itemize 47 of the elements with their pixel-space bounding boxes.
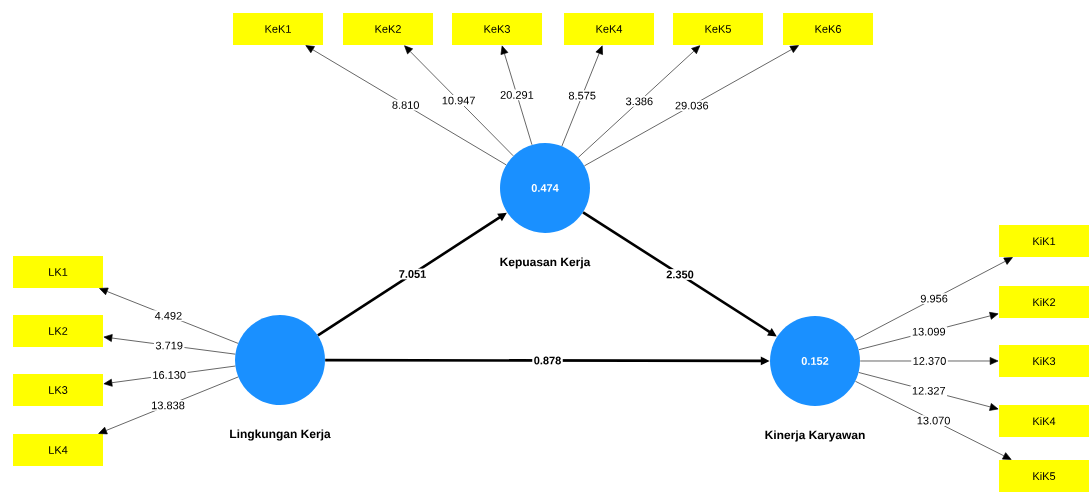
arrow (855, 380, 1012, 460)
edge-label: 10.947 (440, 95, 477, 106)
indicator-box: KiK2 (999, 286, 1089, 318)
indicator-box: KeK1 (233, 13, 323, 45)
arrow (854, 257, 1013, 341)
edge-label: 13.838 (149, 400, 187, 411)
edge-label: 8.575 (566, 90, 598, 102)
indicator-box: KeK5 (673, 13, 763, 45)
indicator-box: KeK2 (343, 13, 433, 45)
edge-label: 8.810 (390, 99, 421, 111)
indicator-box: KeK3 (452, 13, 542, 45)
edge-label: 29.036 (673, 100, 711, 111)
arrow (561, 45, 603, 147)
arrow (578, 45, 701, 158)
arrow (305, 45, 507, 166)
edge-label: 3.719 (153, 340, 185, 351)
edge-label: 13.099 (910, 326, 948, 338)
edge-label: 3.386 (624, 95, 655, 107)
construct-label: Lingkungan Kerja (230, 429, 331, 441)
edge-label: 12.327 (910, 385, 948, 397)
edge-label: 7.051 (397, 268, 428, 280)
edge-label: 12.370 (911, 355, 948, 367)
edge-label: 4.492 (153, 310, 184, 322)
arrow (500, 45, 533, 146)
indicator-box: KeK4 (564, 13, 654, 45)
arrow (584, 45, 799, 167)
construct-label: Kepuasan Kerja (500, 257, 591, 269)
indicator-box: KiK3 (999, 345, 1089, 377)
edge-label: 2.350 (664, 269, 696, 280)
arrow (99, 287, 239, 344)
arrow (98, 376, 239, 435)
indicator-box: LK4 (13, 434, 103, 466)
indicator-box: LK3 (13, 374, 103, 406)
indicator-box: LK2 (13, 315, 103, 347)
indicator-box: KiK1 (999, 225, 1089, 257)
indicator-box: KiK4 (999, 405, 1089, 437)
edge-label: 20.291 (498, 89, 536, 101)
arrow (404, 45, 514, 157)
indicator-box: LK1 (13, 256, 103, 288)
indicator-box: KiK5 (999, 460, 1089, 492)
edge-label: 13.070 (915, 415, 952, 426)
edge-label: 0.878 (532, 355, 563, 366)
arrow (103, 334, 236, 355)
construct-label: Kinerja Karyawan (765, 430, 865, 442)
edge-label: 16.130 (150, 369, 188, 381)
edge-label: 9.956 (918, 293, 950, 304)
indicator-box: KeK6 (783, 13, 873, 45)
